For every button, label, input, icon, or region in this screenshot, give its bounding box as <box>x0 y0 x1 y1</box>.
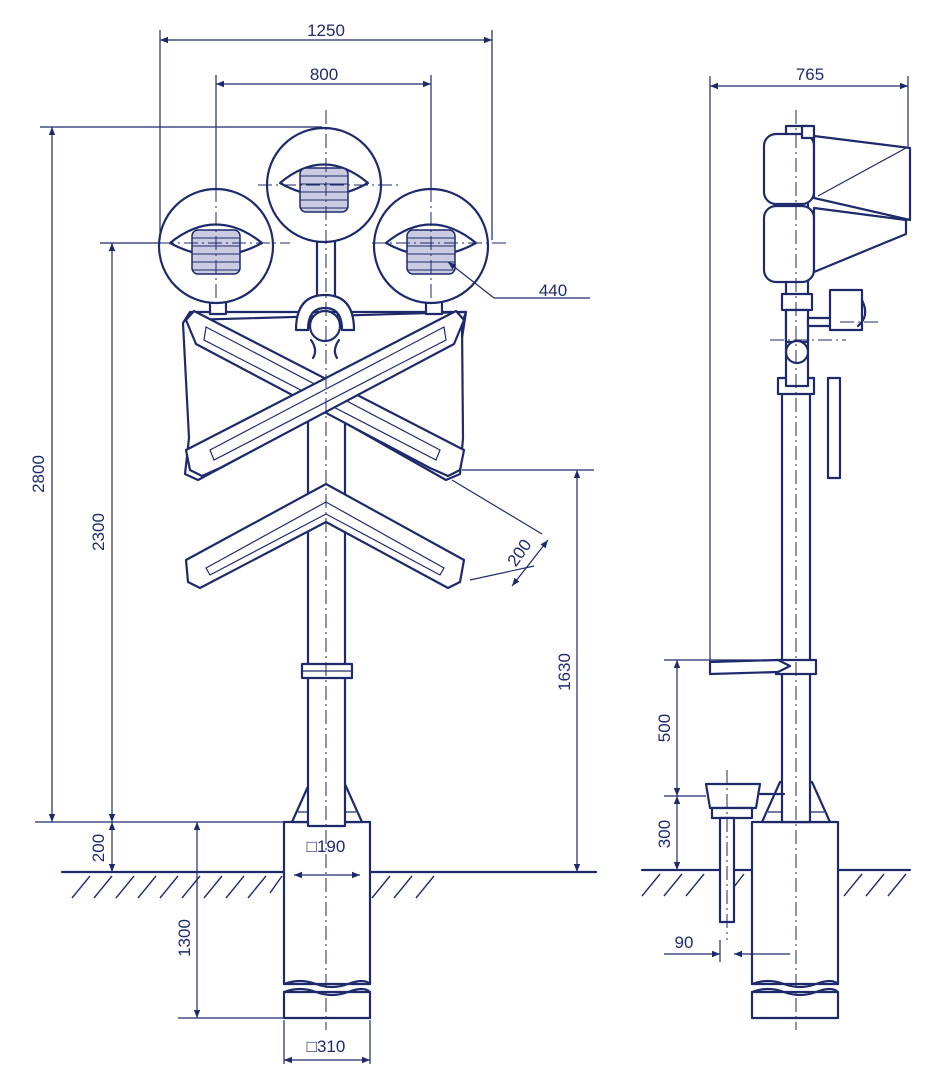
crossbuck-board-2 <box>184 309 466 478</box>
extension-lines-side <box>664 76 909 962</box>
dim-foundation-depth: 1300 <box>175 919 194 957</box>
dim-cross-height: 1630 <box>555 653 574 691</box>
center-lines-side <box>726 110 880 1030</box>
dim-overall-width: 1250 <box>307 21 345 40</box>
signal-heads-side <box>762 124 912 284</box>
side-view: 765 500 300 90 <box>640 65 912 1030</box>
dim-overall-depth: 765 <box>796 65 824 84</box>
low-bracket <box>708 658 792 676</box>
side-bracket <box>780 288 867 480</box>
dim-foundation-section: □310 <box>307 1037 346 1056</box>
center-lines-front <box>160 110 510 1030</box>
dim-board-width: 200 <box>504 536 536 570</box>
dimension-lines-side <box>664 82 908 958</box>
dim-total-height: 2800 <box>29 455 48 493</box>
single-track-chevron <box>184 482 466 590</box>
front-view: 1250 800 440 2800 2300 200 1630 200 1300… <box>29 21 598 1064</box>
dimension-lines-front <box>48 36 590 1064</box>
dim-box-offset: 90 <box>675 933 694 952</box>
dim-light-spacing: 800 <box>310 65 338 84</box>
dim-plinth-height: 200 <box>89 834 108 862</box>
extension-lines-front <box>35 30 594 1064</box>
dim-bracket-height: 500 <box>655 714 674 742</box>
dim-box-height: 300 <box>655 820 674 848</box>
dim-post-section: □190 <box>307 837 346 856</box>
dim-lamp-diameter: 440 <box>539 281 567 300</box>
dim-light-axis-height: 2300 <box>89 513 108 551</box>
